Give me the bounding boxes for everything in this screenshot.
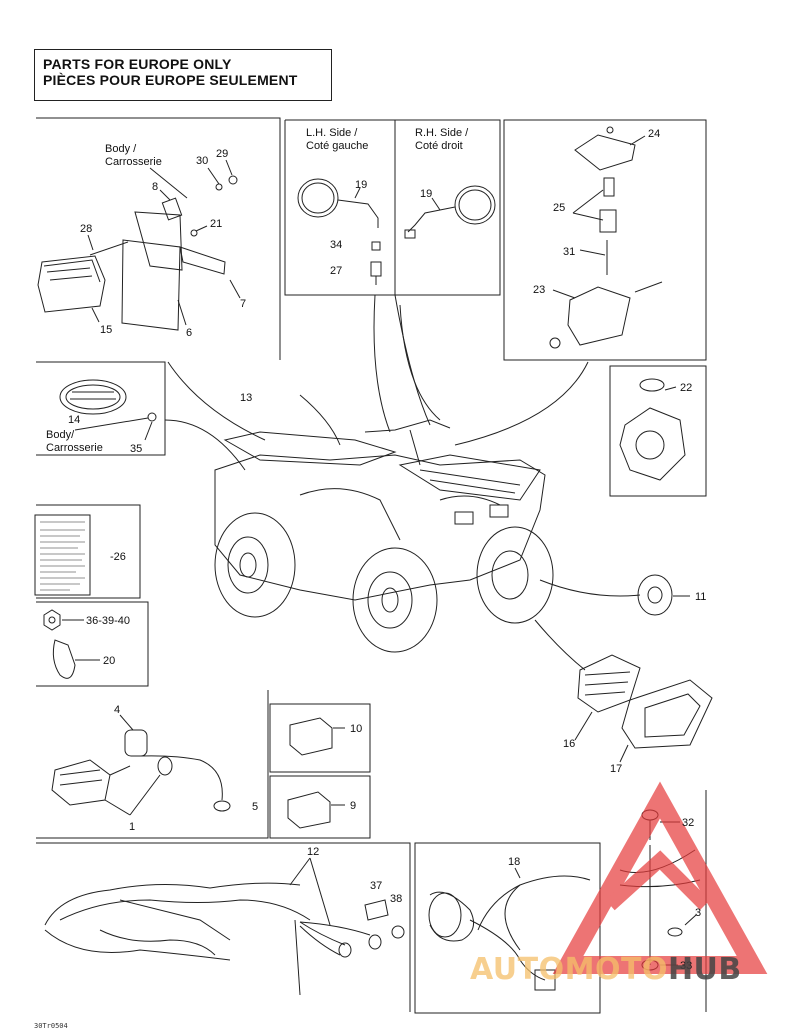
- power-socket: [619, 378, 686, 481]
- callout-34: 34: [330, 239, 342, 251]
- callout-17: 17: [610, 763, 622, 775]
- header-line-1: PARTS FOR EUROPE ONLY: [43, 56, 232, 72]
- label-body-top: Body /: [105, 143, 137, 155]
- horn: [637, 574, 690, 616]
- label-lh-side: L.H. Side /: [306, 127, 358, 139]
- label-body-left: Body/: [46, 429, 75, 441]
- relays: [287, 717, 345, 829]
- wiring-harness: [44, 857, 405, 996]
- callout-22: 22: [680, 382, 692, 394]
- callout-21: 21: [210, 218, 222, 230]
- callout-1: 1: [129, 821, 135, 833]
- callout-labels: Body / Carrosserie L.H. Side / Coté gauc…: [46, 127, 706, 972]
- ignition-assembly: [549, 126, 663, 349]
- label-carrosserie-top: Carrosserie: [105, 156, 162, 168]
- callout-23: 23: [533, 284, 545, 296]
- connector-curves: [164, 294, 641, 671]
- callout-19a: 19: [355, 179, 367, 191]
- callout-37: 37: [370, 880, 382, 892]
- label-rh-cote: Coté droit: [415, 140, 463, 152]
- callout-10: 10: [350, 723, 362, 735]
- watermark-part2: HUB: [667, 952, 742, 987]
- callout-8: 8: [152, 181, 158, 193]
- label-carrosserie-left: Carrosserie: [46, 442, 103, 454]
- label-lh-cote: Coté gauche: [306, 140, 368, 152]
- callout-7: 7: [240, 298, 246, 310]
- label-rh-side: R.H. Side /: [415, 127, 469, 139]
- callout-11: 11: [695, 591, 706, 603]
- callout-31: 31: [563, 246, 575, 258]
- mirror-assemblies: [297, 178, 496, 285]
- callout-30: 30: [196, 155, 208, 167]
- callout-12: 12: [307, 846, 319, 858]
- callout-3: 3: [695, 907, 701, 919]
- callout-28: 28: [80, 223, 92, 235]
- watermark-part1: AUTOMOTO: [470, 952, 668, 987]
- callout-26: -26: [110, 551, 126, 563]
- cable-assembly: [428, 867, 591, 991]
- callout-27: 27: [330, 265, 342, 277]
- callout-29: 29: [216, 148, 228, 160]
- header-box: PARTS FOR EUROPE ONLY PIÈCES POUR EUROPE…: [34, 49, 332, 101]
- headlight-assembly: [574, 654, 713, 763]
- callout-35: 35: [130, 443, 142, 455]
- header-line-2: PIÈCES POUR EUROPE SEULEMENT: [43, 72, 298, 88]
- callout-25: 25: [553, 202, 565, 214]
- callout-9: 9: [350, 800, 356, 812]
- callout-5: 5: [252, 801, 258, 813]
- callout-36: 36-39-40: [86, 615, 130, 627]
- warning-label: [34, 514, 91, 596]
- callout-20: 20: [103, 655, 115, 667]
- watermark-text: AUTOMOTOHUB: [470, 952, 742, 987]
- watermark-logo: [552, 781, 768, 974]
- callout-13: 13: [240, 392, 252, 404]
- drawing-code: 30Tr0504: [34, 1022, 68, 1030]
- callout-24: 24: [648, 128, 660, 140]
- callout-38: 38: [390, 893, 402, 905]
- callout-32: 32: [682, 817, 694, 829]
- callout-16: 16: [563, 738, 575, 750]
- grip-heater: [59, 379, 157, 441]
- callout-4: 4: [114, 704, 120, 716]
- panel-frames: [36, 117, 707, 1014]
- callout-6: 6: [186, 327, 192, 339]
- callout-19b: 19: [420, 188, 432, 200]
- fasteners: [43, 609, 100, 679]
- callout-33: 33: [680, 960, 692, 972]
- license-plate-assembly: [37, 159, 241, 331]
- atv-vehicle: [214, 419, 554, 653]
- callout-18: 18: [508, 856, 520, 868]
- callout-15: 15: [100, 324, 112, 336]
- turn-signal-assembly: [51, 714, 231, 816]
- callout-14: 14: [68, 414, 80, 426]
